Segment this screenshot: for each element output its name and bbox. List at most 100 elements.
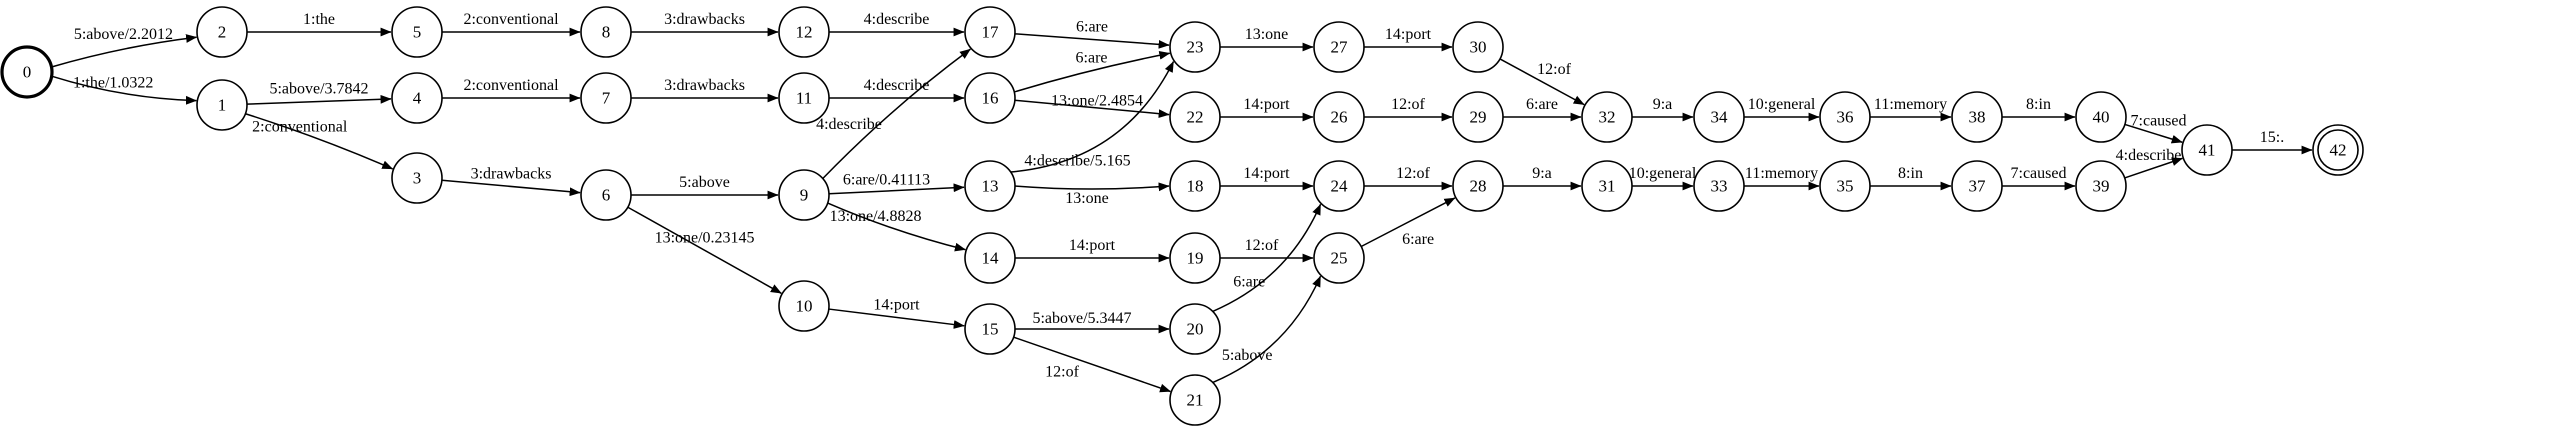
transition-40-to-41: 7:caused [2124,112,2187,144]
transition-label: 9:a [1532,165,1552,182]
state-label: 27 [1331,38,1349,57]
transition-label: 8:in [2026,96,2051,113]
state-circle [1313,232,1365,284]
transition-label: 4:describe/5.165 [1024,153,1130,170]
transition-label: 11:memory [1874,96,1947,113]
state-node-29: 29 [1452,91,1504,143]
state-label: 30 [1470,38,1487,57]
state-node-23: 23 [1169,21,1221,73]
transition-38-to-40: 8:in [2002,96,2076,122]
transition-24-to-28: 12:of [1364,165,1453,191]
transition-label: 15:. [2260,129,2284,146]
state-node-11: 11 [778,72,830,124]
transition-28-to-31: 9:a [1503,165,1582,191]
transition-label: 14:port [1243,165,1290,182]
state-label: 0 [23,63,32,82]
transition-label: 5:above/3.7842 [269,81,368,98]
transition-arrow [51,34,198,68]
state-label: 19 [1187,249,1204,268]
state-circle [1169,91,1221,143]
transition-arrow [2124,123,2183,144]
state-node-16: 16 [964,72,1016,124]
state-circle [1452,21,1504,73]
state-node-31: 31 [1581,160,1633,212]
transition-16-to-22: 13:one/2.4854 [1014,92,1170,119]
state-node-12: 12 [778,6,830,58]
transition-label: 12:of [1537,61,1571,78]
state-node-21: 21 [1169,374,1221,426]
transition-label: 13:one/4.8828 [830,208,922,225]
transition-label: 4:describe [816,116,882,133]
transition-label: 6:are [1402,231,1434,248]
state-label: 2 [218,23,227,42]
state-circle [1169,160,1221,212]
state-label: 22 [1187,108,1204,127]
state-label: 8 [602,23,611,42]
transition-arrow [1014,99,1170,119]
state-circle [580,169,632,221]
transition-20-to-24: 6:are [1212,203,1322,313]
transition-9-to-14: 13:one/4.8828 [827,202,966,252]
transition-label: 2:conventional [252,118,348,135]
state-circle [1313,21,1365,73]
transition-29-to-32: 6:are [1503,96,1582,122]
state-label: 16 [982,89,999,108]
state-circle [1951,91,2003,143]
state-label: 17 [982,23,1000,42]
state-circle [580,72,632,124]
state-label: 38 [1969,108,1986,127]
transition-label: 14:port [1069,237,1116,254]
state-node-34: 34 [1693,91,1745,143]
state-label: 5 [413,23,422,42]
transition-label: 8:in [1898,165,1923,182]
state-circle [1693,160,1745,212]
state-circle [391,152,443,204]
state-circle [2075,160,2127,212]
state-node-38: 38 [1951,91,2003,143]
transition-12-to-17: 4:describe [829,11,965,37]
transition-label: 9:a [1653,96,1673,113]
transition-label: 5:above/5.3447 [1032,310,1131,327]
transition-label: 3:drawbacks [664,77,745,94]
transition-34-to-36: 10:general [1744,96,1820,122]
transition-26-to-29: 12:of [1364,96,1453,122]
state-circle [2181,124,2233,176]
transition-13-to-18: 13:one [1014,182,1170,207]
transition-23-to-27: 13:one [1220,26,1314,52]
transition-21-to-25: 5:above [1212,275,1322,384]
state-label: 23 [1187,38,1204,57]
state-node-22: 22 [1169,91,1221,143]
transition-label: 2:conventional [463,11,559,28]
transition-label: 12:of [1245,237,1279,254]
state-circle [778,280,830,332]
transition-label: 12:of [1396,165,1430,182]
transition-label: 13:one/2.4854 [1051,92,1143,109]
state-node-19: 19 [1169,232,1221,284]
state-circle [1581,160,1633,212]
transition-6-to-10: 13:one/0.23145 [627,206,782,294]
state-node-27: 27 [1313,21,1365,73]
state-circle [391,72,443,124]
state-label: 9 [800,186,809,205]
transition-1-to-3: 2:conventional [245,113,394,170]
transition-30-to-32: 12:of [1499,58,1585,106]
transition-arrow [627,206,782,294]
state-node-1: 1 [196,79,248,131]
state-node-20: 20 [1169,303,1221,355]
state-circle [580,6,632,58]
transition-label: 14:port [1385,26,1432,43]
state-node-30: 30 [1452,21,1504,73]
transition-arrow [1212,275,1322,384]
state-label: 40 [2093,108,2110,127]
state-label: 20 [1187,320,1204,339]
state-circle [964,6,1016,58]
transition-label: 12:of [1391,96,1425,113]
transition-arrow [441,179,581,197]
transition-18-to-24: 14:port [1220,165,1314,191]
state-label: 18 [1187,177,1204,196]
state-node-35: 35 [1819,160,1871,212]
transition-label: 4:describe [864,77,930,94]
state-circle [1452,160,1504,212]
